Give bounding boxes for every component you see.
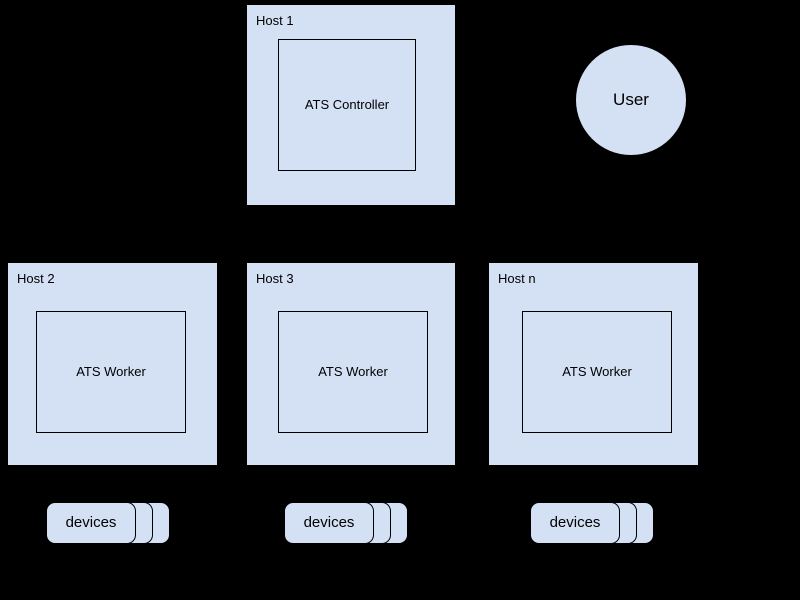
- devices-label-host-3: devices: [303, 514, 355, 531]
- devices-stack-host-3[interactable]: devices: [284, 502, 408, 544]
- host-label-host-1: Host 1: [256, 13, 294, 28]
- component-box-ats-controller[interactable]: ATS Controller: [278, 39, 416, 171]
- devices-label-host-n: devices: [549, 514, 601, 531]
- component-box-ats-worker-host-3[interactable]: ATS Worker: [278, 311, 428, 433]
- component-box-ats-worker-host-n[interactable]: ATS Worker: [522, 311, 672, 433]
- host-box-host-n[interactable]: Host n ATS Worker: [489, 263, 698, 465]
- host-box-host-2[interactable]: Host 2 ATS Worker: [8, 263, 217, 465]
- actor-label-user: User: [613, 90, 649, 109]
- devices-sheet-front[interactable]: devices: [530, 502, 620, 544]
- component-label-ats-worker-host-n: ATS Worker: [562, 364, 632, 379]
- devices-stack-host-2[interactable]: devices: [46, 502, 170, 544]
- component-label-ats-controller: ATS Controller: [304, 97, 390, 112]
- component-box-ats-worker-host-2[interactable]: ATS Worker: [36, 311, 186, 433]
- devices-stack-host-n[interactable]: devices: [530, 502, 654, 544]
- devices-label-host-2: devices: [65, 514, 117, 531]
- host-label-host-n: Host n: [498, 271, 536, 286]
- actor-user[interactable]: User: [576, 45, 686, 155]
- devices-sheet-front[interactable]: devices: [284, 502, 374, 544]
- host-label-host-3: Host 3: [256, 271, 294, 286]
- host-box-host-1[interactable]: Host 1 ATS Controller: [247, 5, 455, 205]
- devices-sheet-front[interactable]: devices: [46, 502, 136, 544]
- component-label-ats-worker-host-2: ATS Worker: [76, 364, 146, 379]
- host-box-host-3[interactable]: Host 3 ATS Worker: [247, 263, 455, 465]
- component-label-ats-worker-host-3: ATS Worker: [318, 364, 388, 379]
- host-label-host-2: Host 2: [17, 271, 55, 286]
